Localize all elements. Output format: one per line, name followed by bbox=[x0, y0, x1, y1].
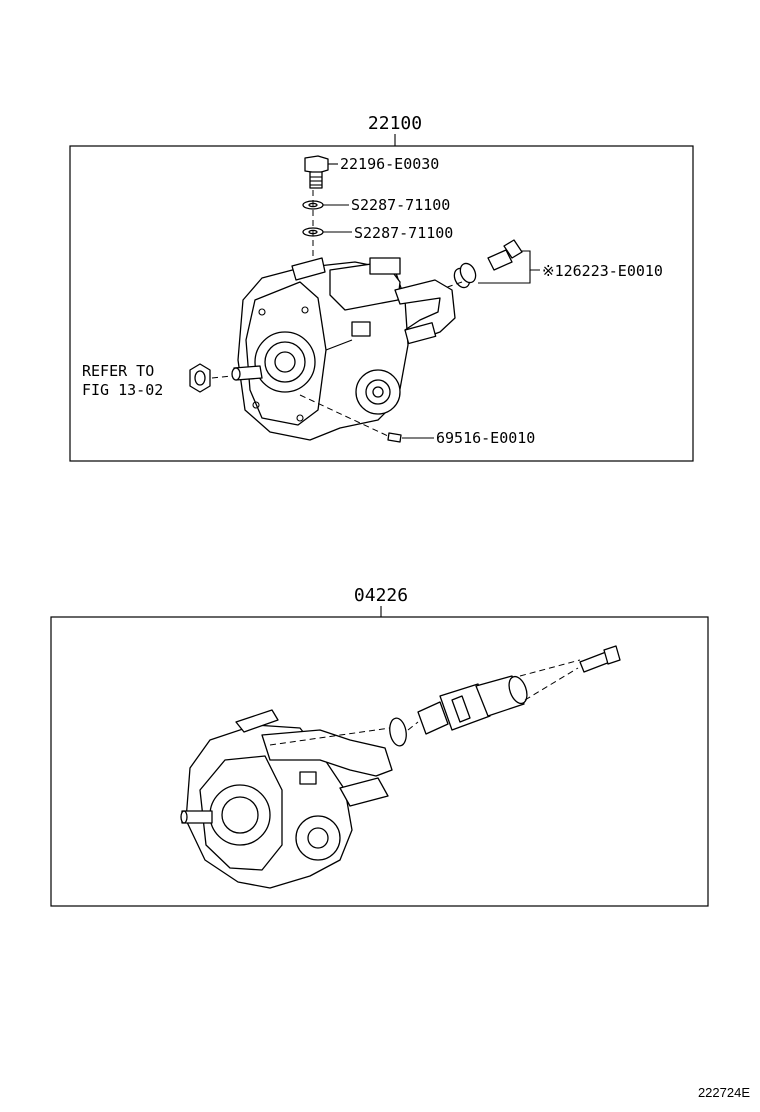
pump-illustration bbox=[180, 709, 393, 889]
part-number-label: S2287-71100 bbox=[354, 224, 453, 242]
assembly-number-label: 22100 bbox=[368, 113, 422, 134]
pump-illustration bbox=[231, 257, 456, 441]
connector-part bbox=[453, 239, 523, 289]
part-number-label: S2287-71100 bbox=[351, 196, 450, 214]
assembly-04226: 04226 bbox=[50, 585, 709, 907]
key-part bbox=[387, 432, 402, 443]
figure-id-label: 222724E bbox=[698, 1085, 750, 1100]
o-ring-part bbox=[389, 717, 407, 747]
part-number-label: 22196-E0030 bbox=[340, 155, 439, 173]
assembly-22100: 22100 22196-E0030 S2287-71100 S2287-7110… bbox=[69, 113, 694, 462]
assembly-number-label: 04226 bbox=[354, 585, 408, 606]
assembly-frame bbox=[69, 145, 694, 462]
valve-part bbox=[417, 675, 528, 735]
assembly-frame bbox=[50, 616, 709, 907]
nut-part bbox=[189, 363, 211, 393]
bolt-part bbox=[304, 155, 329, 189]
reference-label-line2: FIG 13-02 bbox=[82, 381, 163, 399]
part-number-label: 69516-E0010 bbox=[436, 429, 535, 447]
part-number-label: ※126223-E0010 bbox=[542, 262, 663, 280]
bolt-part bbox=[579, 645, 621, 673]
reference-label-line1: REFER TO bbox=[82, 362, 154, 380]
